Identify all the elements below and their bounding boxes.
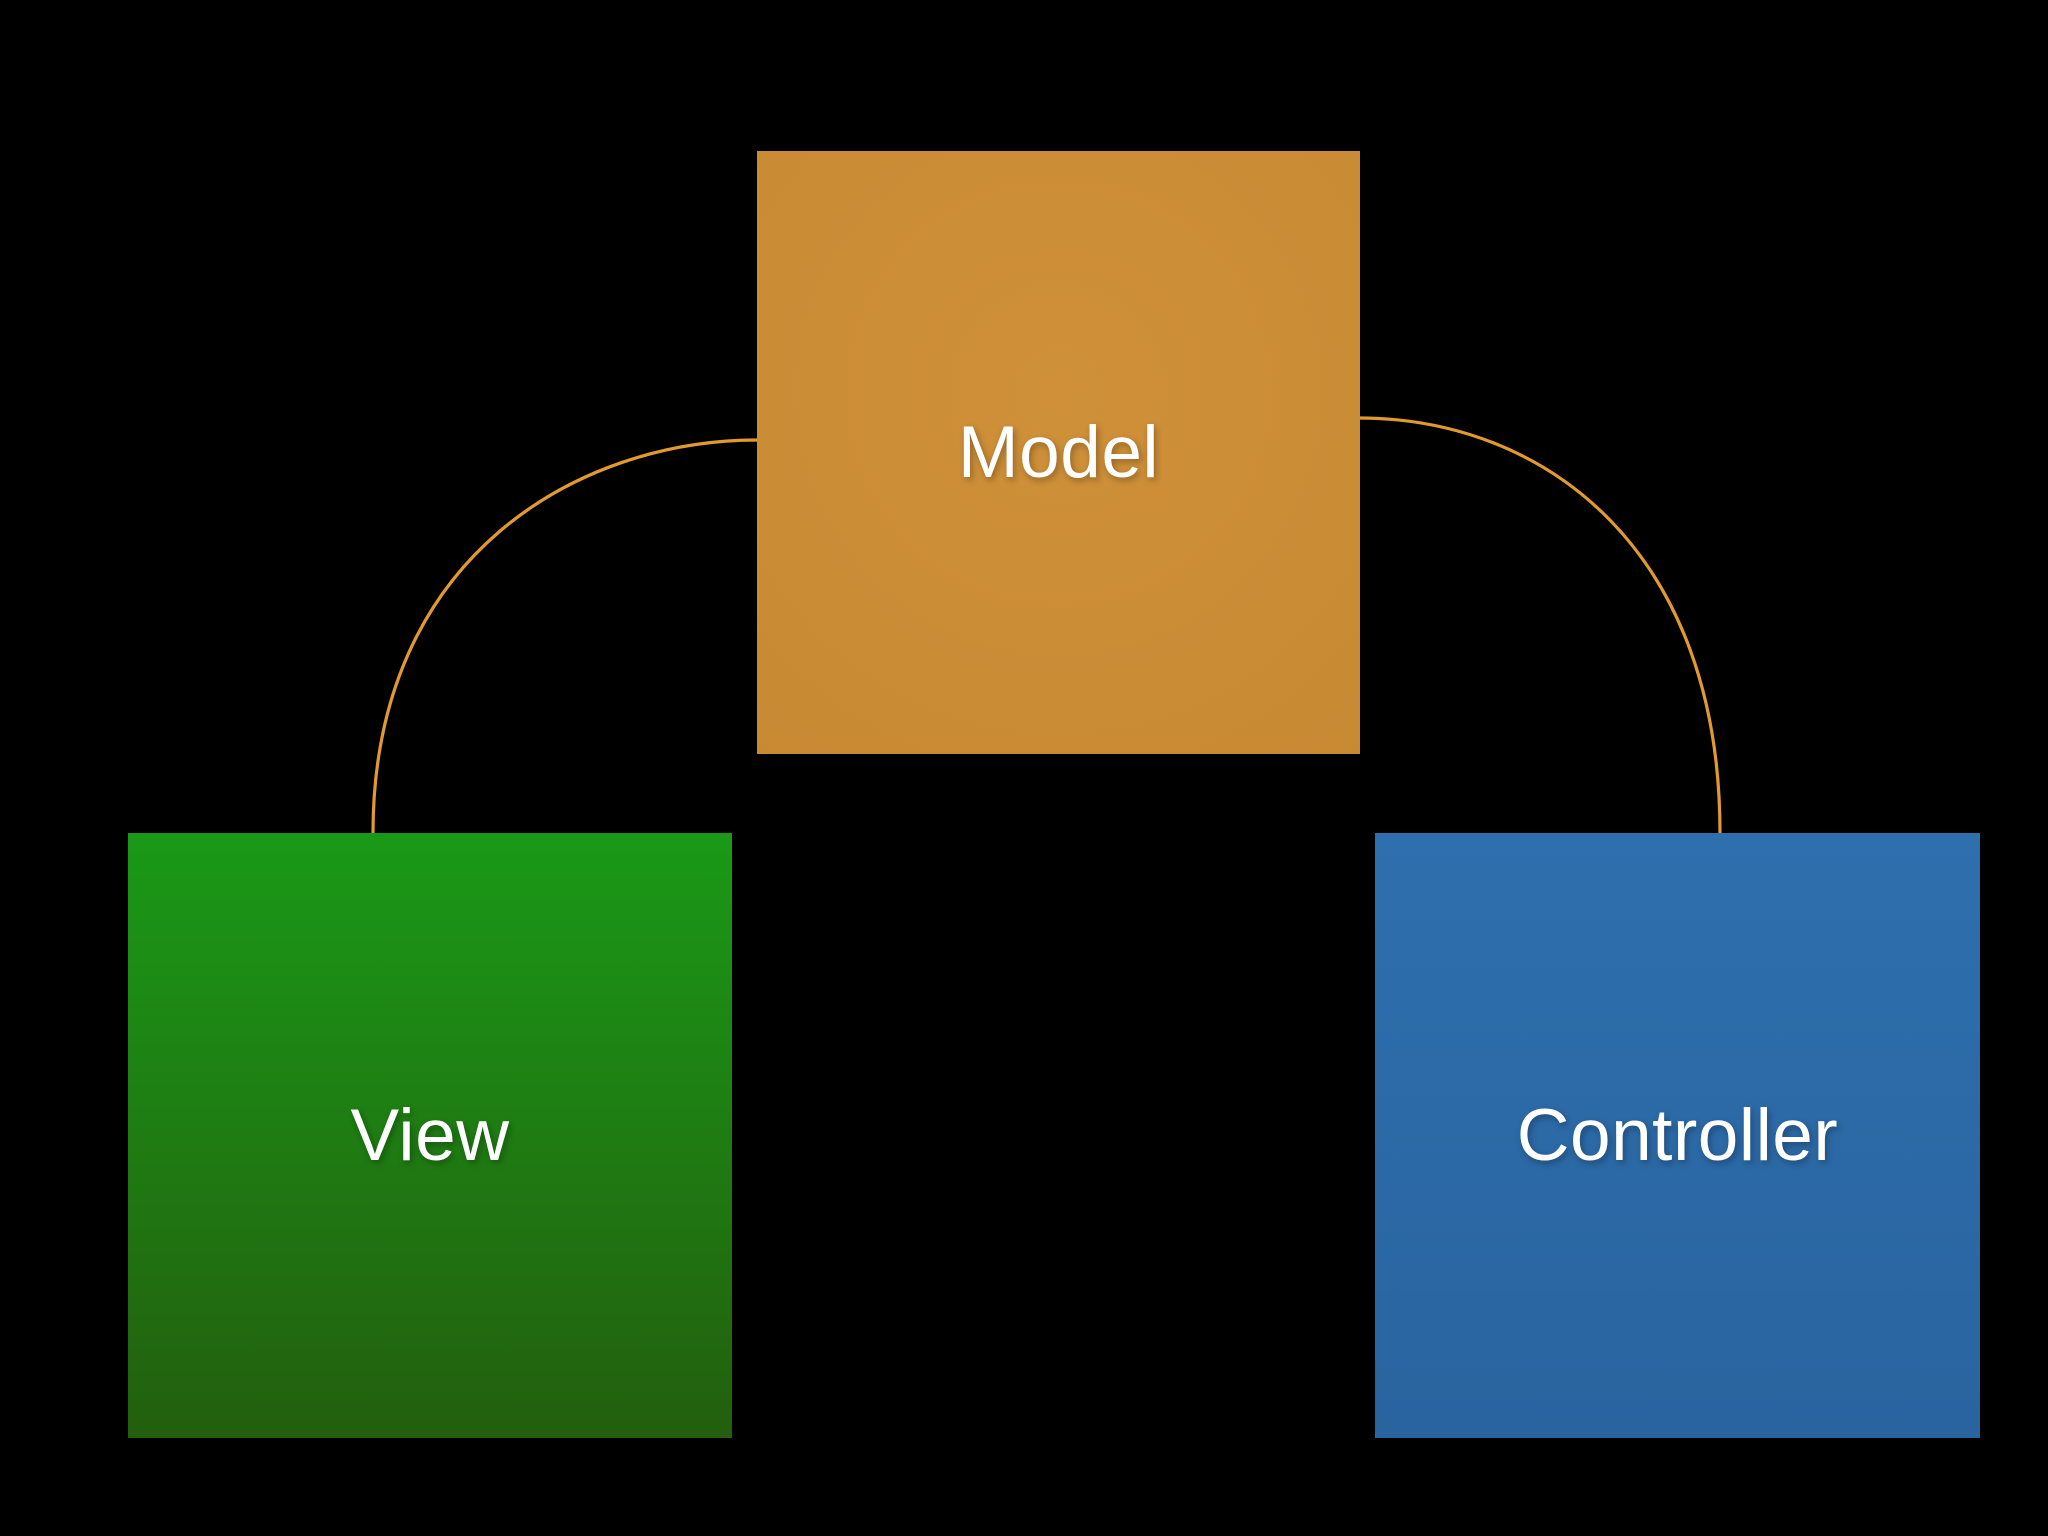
node-model: Model (757, 151, 1360, 754)
connector-model-controller (1358, 416, 1722, 834)
node-model-label: Model (957, 412, 1160, 493)
node-view: View (128, 833, 732, 1438)
node-view-label: View (350, 1095, 510, 1176)
connector-model-view (371, 438, 758, 834)
node-controller: Controller (1375, 833, 1980, 1438)
node-controller-label: Controller (1516, 1095, 1839, 1176)
